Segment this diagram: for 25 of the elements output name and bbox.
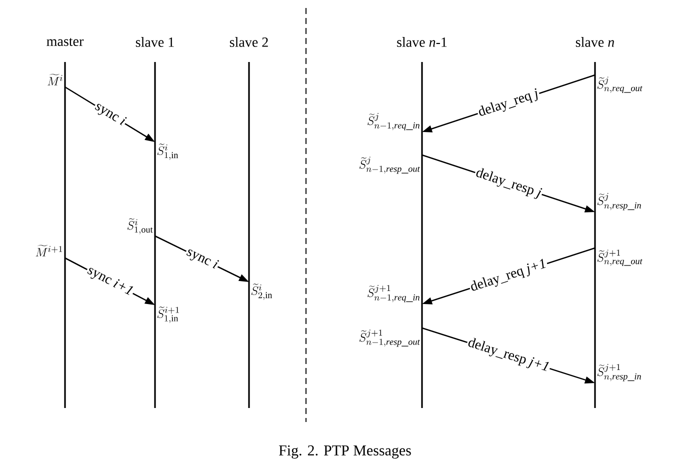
lifeline-header: slave 1 [136,37,174,47]
lifeline-header: slave 2 [230,37,268,47]
edge-label: delay_req j+1 [471,258,546,291]
timestamp-label: $\widetilde{S}^{i}_{1,\mathrm{in}}$ [157,144,178,160]
lifeline-header: slave n [576,37,614,47]
figure-caption: Fig. 2. PTP Messages [278,445,411,459]
edge-label: sync i+1 [87,268,134,295]
timestamp-label: $\widetilde{S}^{j+1}_{n-1,\mathit{resp\_out}}$ [359,330,420,347]
edge-label: sync i [186,250,219,269]
timestamp-label: $\widetilde{M}^{i}$ [48,74,62,86]
timestamp-label: $\widetilde{S}^{i+1}_{1,\mathrm{in}}$ [157,306,179,324]
timestamp-label: $\widetilde{S}^{j}_{n,\mathit{req\_out}}$ [597,76,643,94]
timestamp-label: $\widetilde{S}^{i}_{2,\mathrm{in}}$ [251,284,272,300]
lifeline-header: master [46,38,84,46]
timestamp-label: $\widetilde{S}^{j+1}_{n,\mathit{req\_out}}$ [597,250,643,266]
timestamp-label: $\widetilde{M}^{i+1}$ [36,244,62,256]
timestamp-label: $\widetilde{S}^{i}_{1,\mathrm{out}}$ [127,218,153,234]
edge-label: delay_req j [479,88,538,116]
timestamp-label: $\widetilde{S}^{j+1}_{n-1,\mathit{req\_in}}$ [368,285,420,302]
lifeline-header: slave n-1 [397,37,447,47]
timestamp-label: $\widetilde{S}^{j}_{n-1,\mathit{req\_in}}$ [368,113,420,130]
timestamp-label: $\widetilde{S}^{j}_{n,\mathit{resp\_in}}$ [597,193,641,210]
timestamp-label: $\widetilde{S}^{j}_{n-1,\mathit{resp\_out}}$ [359,156,420,174]
edge-label: sync i [94,104,127,126]
timestamp-label: $\widetilde{S}^{j+1}_{n,\mathit{resp\_in}}$ [597,364,641,382]
